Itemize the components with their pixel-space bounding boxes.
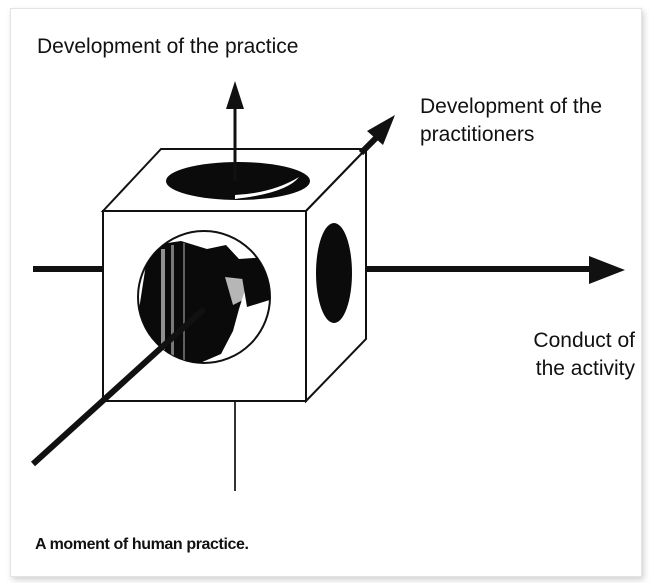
label-conduct-of-activity: Conduct of the activity [533, 329, 635, 380]
front-hole-interior [138, 241, 270, 363]
label-development-of-practitioners: Development of the practitioners [420, 95, 603, 146]
arrowhead-right [589, 256, 625, 284]
top-hole [166, 162, 310, 200]
figure-caption: A moment of human practice. [35, 536, 249, 553]
right-hole [316, 223, 352, 323]
arrowhead-upper-right [367, 115, 395, 145]
arrowhead-up [226, 81, 244, 109]
label-development-of-practice: Development of the practice [37, 35, 299, 58]
top-hole-highlight [235, 177, 299, 199]
figure-frame: Development of the practice Development … [10, 8, 642, 577]
diagonal-axis [30, 306, 207, 467]
cube-diagram [30, 81, 625, 491]
